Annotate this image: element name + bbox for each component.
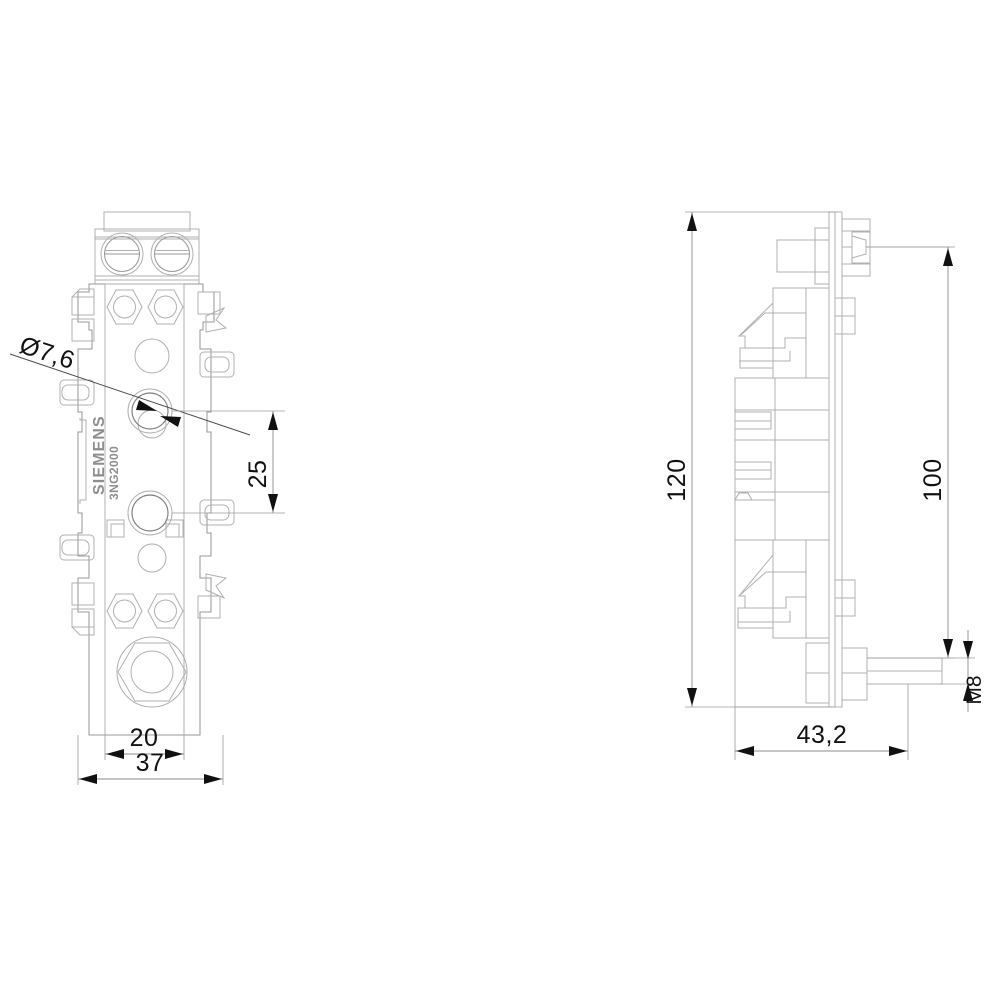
front-body-outline: [77, 283, 215, 736]
front-top-terminal-cap: [94, 211, 200, 285]
front-left-slot-lower: [59, 534, 95, 561]
brand-label: SIEMENS: [91, 415, 108, 495]
dimension-body-width: 20: [104, 724, 185, 760]
front-right-slot-lower: [199, 499, 235, 526]
front-right-clip-upper: [197, 291, 228, 333]
front-right-slot-upper: [199, 351, 235, 378]
side-mounting-plate: [828, 211, 843, 708]
side-m8-bolt: [805, 642, 943, 704]
dimension-hole-spacing-label: 25: [244, 460, 272, 489]
dimension-overall-height: 120: [663, 211, 835, 708]
dimension-hole-spacing: 25: [172, 410, 285, 514]
front-left-clip-lower: [71, 582, 95, 636]
front-mid-square-left: [106, 519, 125, 538]
front-right-clip-lower: [197, 573, 228, 619]
front-left-slot-upper: [59, 379, 95, 406]
front-small-hole-lower: [137, 543, 167, 573]
front-view: SIEMENS 3NG2000 Ø7,6 25 20: [9, 211, 285, 785]
front-left-clip-upper: [71, 288, 95, 342]
dimension-overall-width: 37: [77, 735, 224, 785]
front-mounting-hole-lower: [127, 490, 173, 536]
dimension-thread-size-label: M8: [963, 675, 986, 704]
front-hexnut-upper-right: [147, 289, 184, 325]
model-label: 3NG2000: [107, 446, 121, 500]
dimension-thread-size: M8: [940, 630, 986, 712]
front-top-screw-left: [100, 232, 144, 276]
dimension-body-width-label: 20: [130, 724, 159, 752]
front-label-plate: [79, 418, 87, 504]
side-upper-terminal-block: [737, 287, 856, 379]
side-top-bracket: [776, 218, 950, 285]
dimension-overall-depth-label: 43,2: [797, 721, 848, 749]
front-hexnut-lower-left: [106, 593, 143, 629]
front-small-hole-upper: [134, 338, 170, 374]
front-hexnut-lower-right: [147, 593, 184, 629]
dimension-mounting-height-label: 100: [919, 458, 947, 501]
dimension-overall-height-label: 120: [663, 458, 691, 501]
front-bottom-hexnut: [116, 636, 188, 708]
dimension-overall-width-label: 37: [136, 749, 165, 777]
front-hexnut-upper-left: [106, 289, 143, 325]
front-mid-square-right: [165, 519, 184, 538]
dimension-overall-depth: 43,2: [734, 684, 909, 760]
dimension-hole-diameter-label: Ø7,6: [16, 331, 78, 375]
side-middle-body: [734, 377, 830, 541]
dimension-mounting-height: 100: [866, 246, 955, 659]
side-view: 120 100 M8 43,2: [663, 211, 986, 760]
side-lower-terminal-block: [734, 539, 856, 708]
front-top-screw-right: [150, 232, 194, 276]
